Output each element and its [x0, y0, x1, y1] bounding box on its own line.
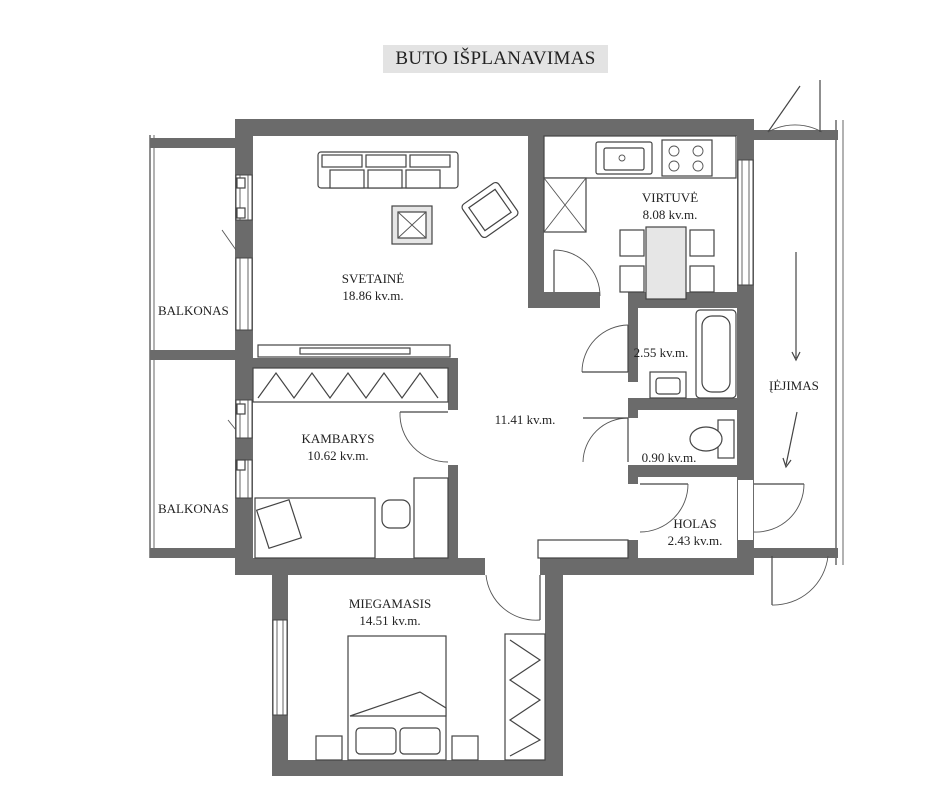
room-label-kambarys: KAMBARYS 10.62 kv.m. — [302, 430, 375, 464]
entrance-label: ĮĖJIMAS — [769, 378, 819, 393]
kambarys-furniture — [252, 367, 629, 559]
plan-title: BUTO IŠPLANAVIMAS — [383, 45, 608, 73]
balcony-label: BALKONAS — [158, 303, 229, 318]
room-area: 0.90 kv.m. — [641, 450, 697, 465]
bedroom-furniture — [315, 633, 546, 761]
living-furniture — [257, 151, 519, 358]
bath-furniture — [649, 309, 737, 459]
room-label-virtuve: VIRTUVĖ 8.08 kv.m. — [642, 189, 698, 223]
room-area: 10.62 kv.m. — [307, 448, 369, 463]
doors — [399, 80, 829, 621]
outer-walls — [235, 119, 754, 776]
room-area: 18.86 kv.m. — [342, 288, 404, 303]
room-label-vonia: 2.55 kv.m. — [634, 344, 689, 361]
entrance-band — [754, 120, 844, 565]
room-area: 2.55 kv.m. — [633, 345, 689, 360]
room-area: 8.08 kv.m. — [642, 207, 698, 222]
room-label-miegamasis: MIEGAMASIS 14.51 kv.m. — [349, 595, 431, 629]
interior-walls — [235, 136, 753, 560]
room-name: KAMBARYS — [301, 431, 375, 446]
room-name: VIRTUVĖ — [641, 190, 699, 205]
room-label-holas: HOLAS 2.43 kv.m. — [668, 515, 723, 549]
room-name: MIEGAMASIS — [348, 596, 432, 611]
room-name: SVETAINĖ — [341, 271, 405, 286]
room-area: 11.41 kv.m. — [494, 412, 556, 427]
room-area: 14.51 kv.m. — [359, 613, 421, 628]
balcony-label: BALKONAS — [158, 501, 229, 516]
kitchen-furniture — [543, 135, 737, 300]
room-name: HOLAS — [673, 516, 717, 531]
room-label-svetaine: SVETAINĖ 18.86 kv.m. — [342, 270, 405, 304]
balconies — [149, 135, 246, 558]
room-label-wc: 0.90 kv.m. — [642, 449, 697, 466]
room-area: 2.43 kv.m. — [667, 533, 723, 548]
room-label-koridorius: 11.41 kv.m. — [495, 411, 556, 428]
